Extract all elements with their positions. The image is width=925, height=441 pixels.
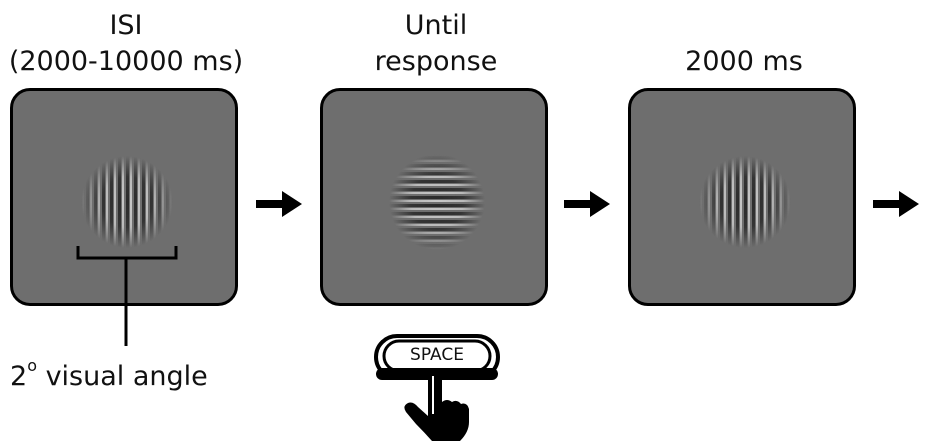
stage-1-label: ISI (2000-10000 ms) [8, 8, 244, 80]
stage-3-label: 2000 ms [626, 44, 862, 80]
hand-pointer-icon [404, 370, 469, 441]
right-arrow-icon [564, 191, 610, 217]
stage-2-screen [320, 88, 548, 306]
vertical-grating [13, 91, 235, 303]
space-key-icon [374, 334, 500, 380]
visual-angle-text: visual angle [45, 361, 208, 392]
stage-2-label-line-1: Until [404, 10, 468, 41]
stage-2-label-line-2: response [374, 46, 498, 77]
stage-1-label-line-2: (2000-10000 ms) [8, 46, 244, 77]
stage-1-label-line-1: ISI [109, 10, 143, 41]
stage-2-label: Until response [318, 8, 554, 80]
vertical-grating [631, 91, 853, 303]
stage-3-screen [628, 88, 856, 306]
space-key-press: SPACE [372, 332, 502, 441]
degree-mark: o [27, 356, 37, 375]
stage-3-label-line-1: 2000 ms [685, 46, 803, 77]
horizontal-grating [323, 91, 545, 303]
visual-angle-value: 2 [10, 361, 28, 392]
right-arrow-icon [873, 191, 919, 217]
visual-angle-label: 2o visual angle [10, 352, 208, 395]
space-key-label: SPACE [410, 345, 464, 365]
right-arrow-icon [256, 191, 302, 217]
stage-1-screen [10, 88, 238, 306]
